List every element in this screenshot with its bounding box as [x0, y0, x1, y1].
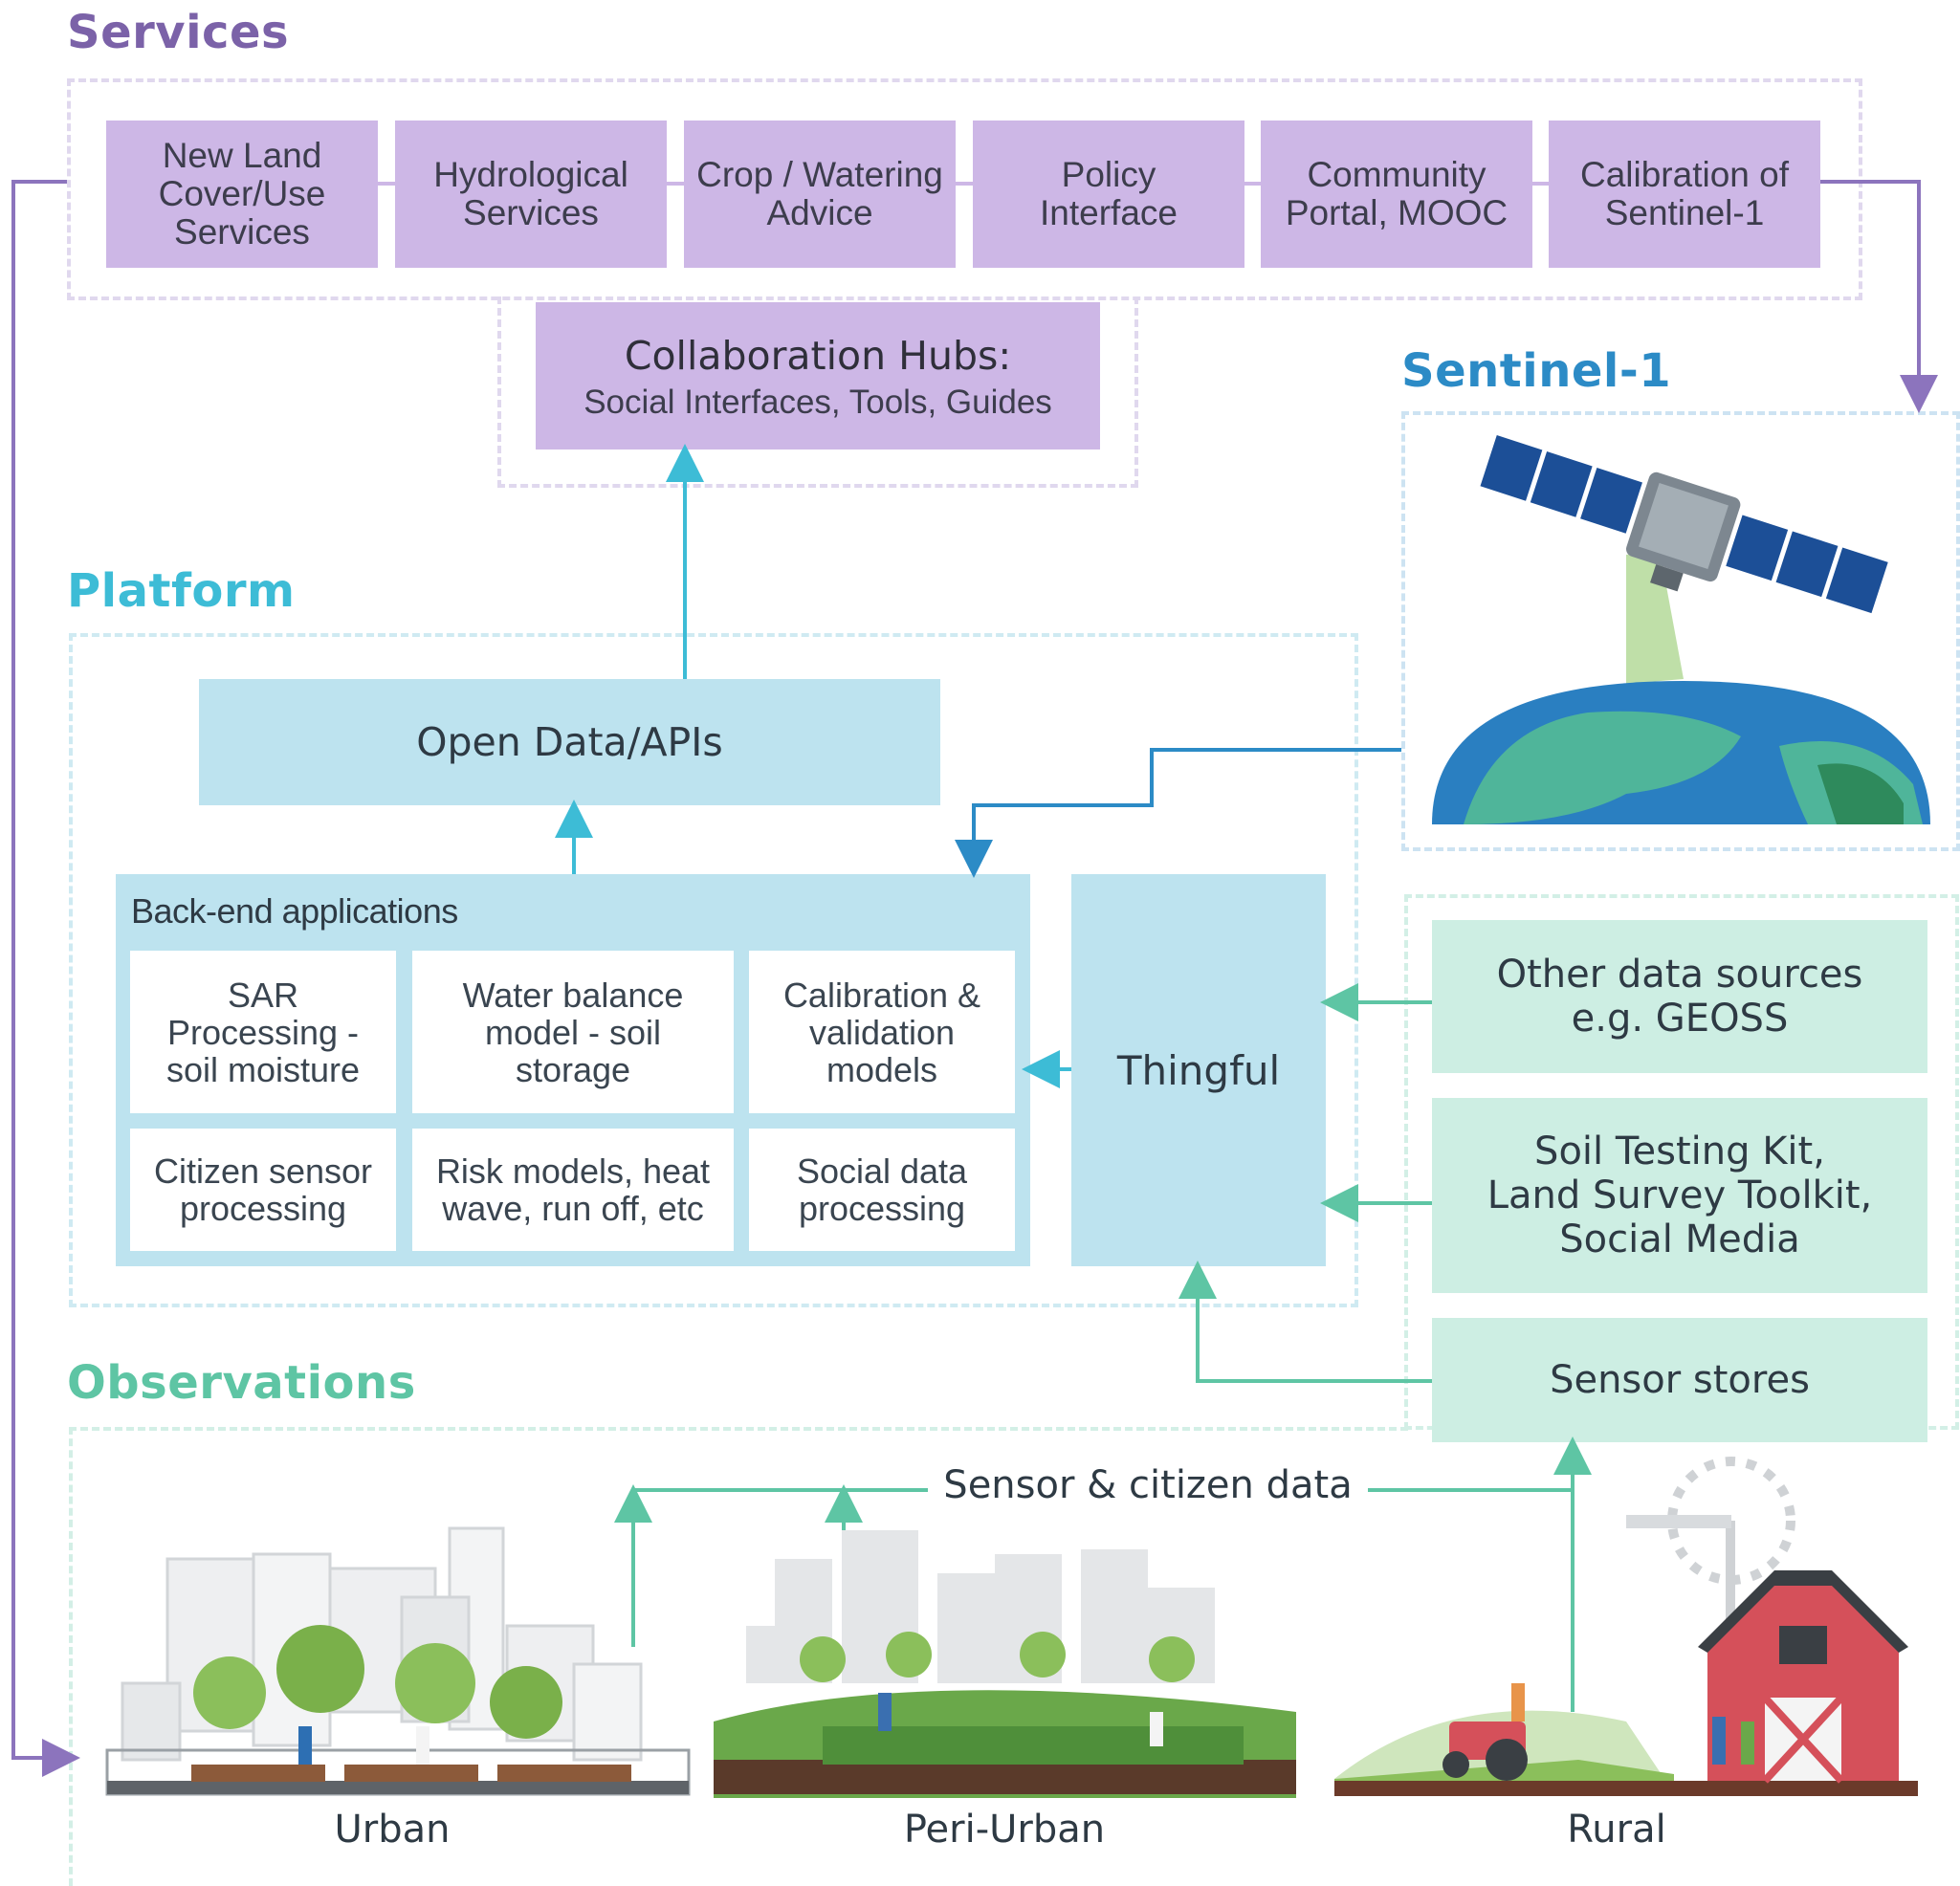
soil-testing-kit: Soil Testing Kit,Land Survey Toolkit,Soc… — [1432, 1098, 1927, 1293]
scene-label-peri-urban: Peri-Urban — [903, 1808, 1106, 1852]
scene-label-urban: Urban — [334, 1808, 451, 1852]
backend-title: Back-end applications — [131, 891, 458, 931]
observations-title: Observations — [67, 1356, 416, 1410]
hub-title: Collaboration Hubs: — [624, 333, 1012, 379]
hub-subtitle: Social Interfaces, Tools, Guides — [584, 384, 1052, 421]
services-container — [67, 78, 1862, 300]
observations-container — [69, 1427, 1408, 1886]
services-title: Services — [67, 6, 290, 59]
sensor-stores: Sensor stores — [1432, 1318, 1927, 1442]
collaboration-hub: Collaboration Hubs: Social Interfaces, T… — [536, 302, 1100, 450]
sentinel-container — [1401, 411, 1960, 851]
open-data-apis: Open Data/APIs — [199, 679, 940, 805]
platform-container — [69, 633, 1358, 1307]
rural-scene — [1334, 1457, 1918, 1796]
scene-label-rural: Rural — [1567, 1808, 1666, 1852]
platform-title: Platform — [67, 564, 296, 618]
hub-container — [497, 296, 1138, 488]
thingful-box: Thingful — [1071, 874, 1326, 1266]
sensor-citizen-data-label: Sensor & citizen data — [943, 1463, 1353, 1507]
urban-scene — [105, 1526, 691, 1796]
sentinel-title: Sentinel-1 — [1401, 344, 1672, 398]
peri-urban-scene — [714, 1530, 1296, 1798]
